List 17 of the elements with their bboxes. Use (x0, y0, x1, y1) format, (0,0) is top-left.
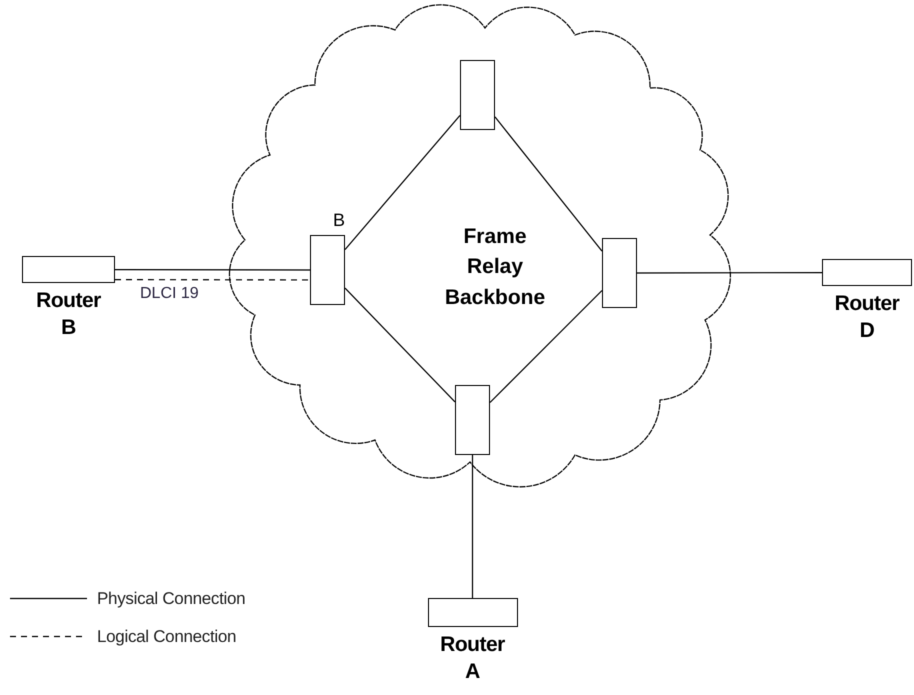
connection-line (637, 272, 822, 274)
cloud-label: Frame Relay Backbone (444, 224, 546, 311)
connection-line (115, 269, 310, 271)
switch-box (602, 238, 637, 308)
router-label: Router A (440, 632, 505, 686)
router-label: Router B (36, 288, 101, 342)
connection-line (344, 115, 460, 250)
switch-box (455, 385, 490, 455)
legend-label: Logical Connection (97, 626, 236, 648)
switch-box (460, 60, 495, 130)
connection-line (490, 290, 602, 403)
connection-line (494, 116, 602, 252)
connection-line (344, 288, 456, 402)
router-label: Router D (834, 291, 900, 344)
dashed-connection-line (115, 279, 310, 281)
switch-label: B (333, 211, 346, 229)
legend-label: Physical Connection (97, 588, 246, 610)
